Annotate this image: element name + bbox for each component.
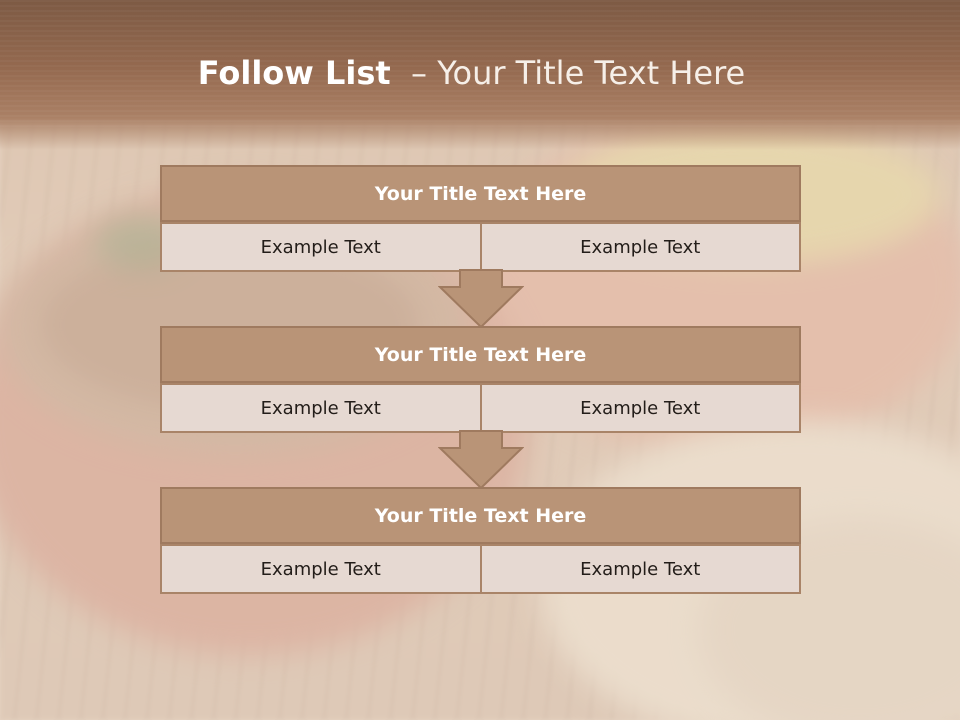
block-cell-left: Example Text [160,544,481,594]
list-block: Your Title Text Here Example Text Exampl… [160,165,801,272]
list-block: Your Title Text Here Example Text Exampl… [160,326,801,433]
block-title: Your Title Text Here [160,487,801,544]
block-cell-left: Example Text [160,383,481,433]
block-cell-right: Example Text [480,222,801,272]
block-cell-left: Example Text [160,222,481,272]
slide-title: Follow List – Your Title Text Here [0,54,943,92]
down-arrow-icon [438,430,524,490]
block-row: Example Text Example Text [160,222,801,272]
title-band [0,0,960,150]
block-cell-right: Example Text [480,544,801,594]
block-cell-right: Example Text [480,383,801,433]
list-block: Your Title Text Here Example Text Exampl… [160,487,801,594]
block-title: Your Title Text Here [160,326,801,383]
block-title: Your Title Text Here [160,165,801,222]
block-row: Example Text Example Text [160,544,801,594]
title-band-texture [0,0,960,130]
down-arrow-icon [438,269,524,329]
slide-title-bold: Follow List [197,54,391,92]
slide-title-rest: – Your Title Text Here [390,54,746,92]
block-row: Example Text Example Text [160,383,801,433]
